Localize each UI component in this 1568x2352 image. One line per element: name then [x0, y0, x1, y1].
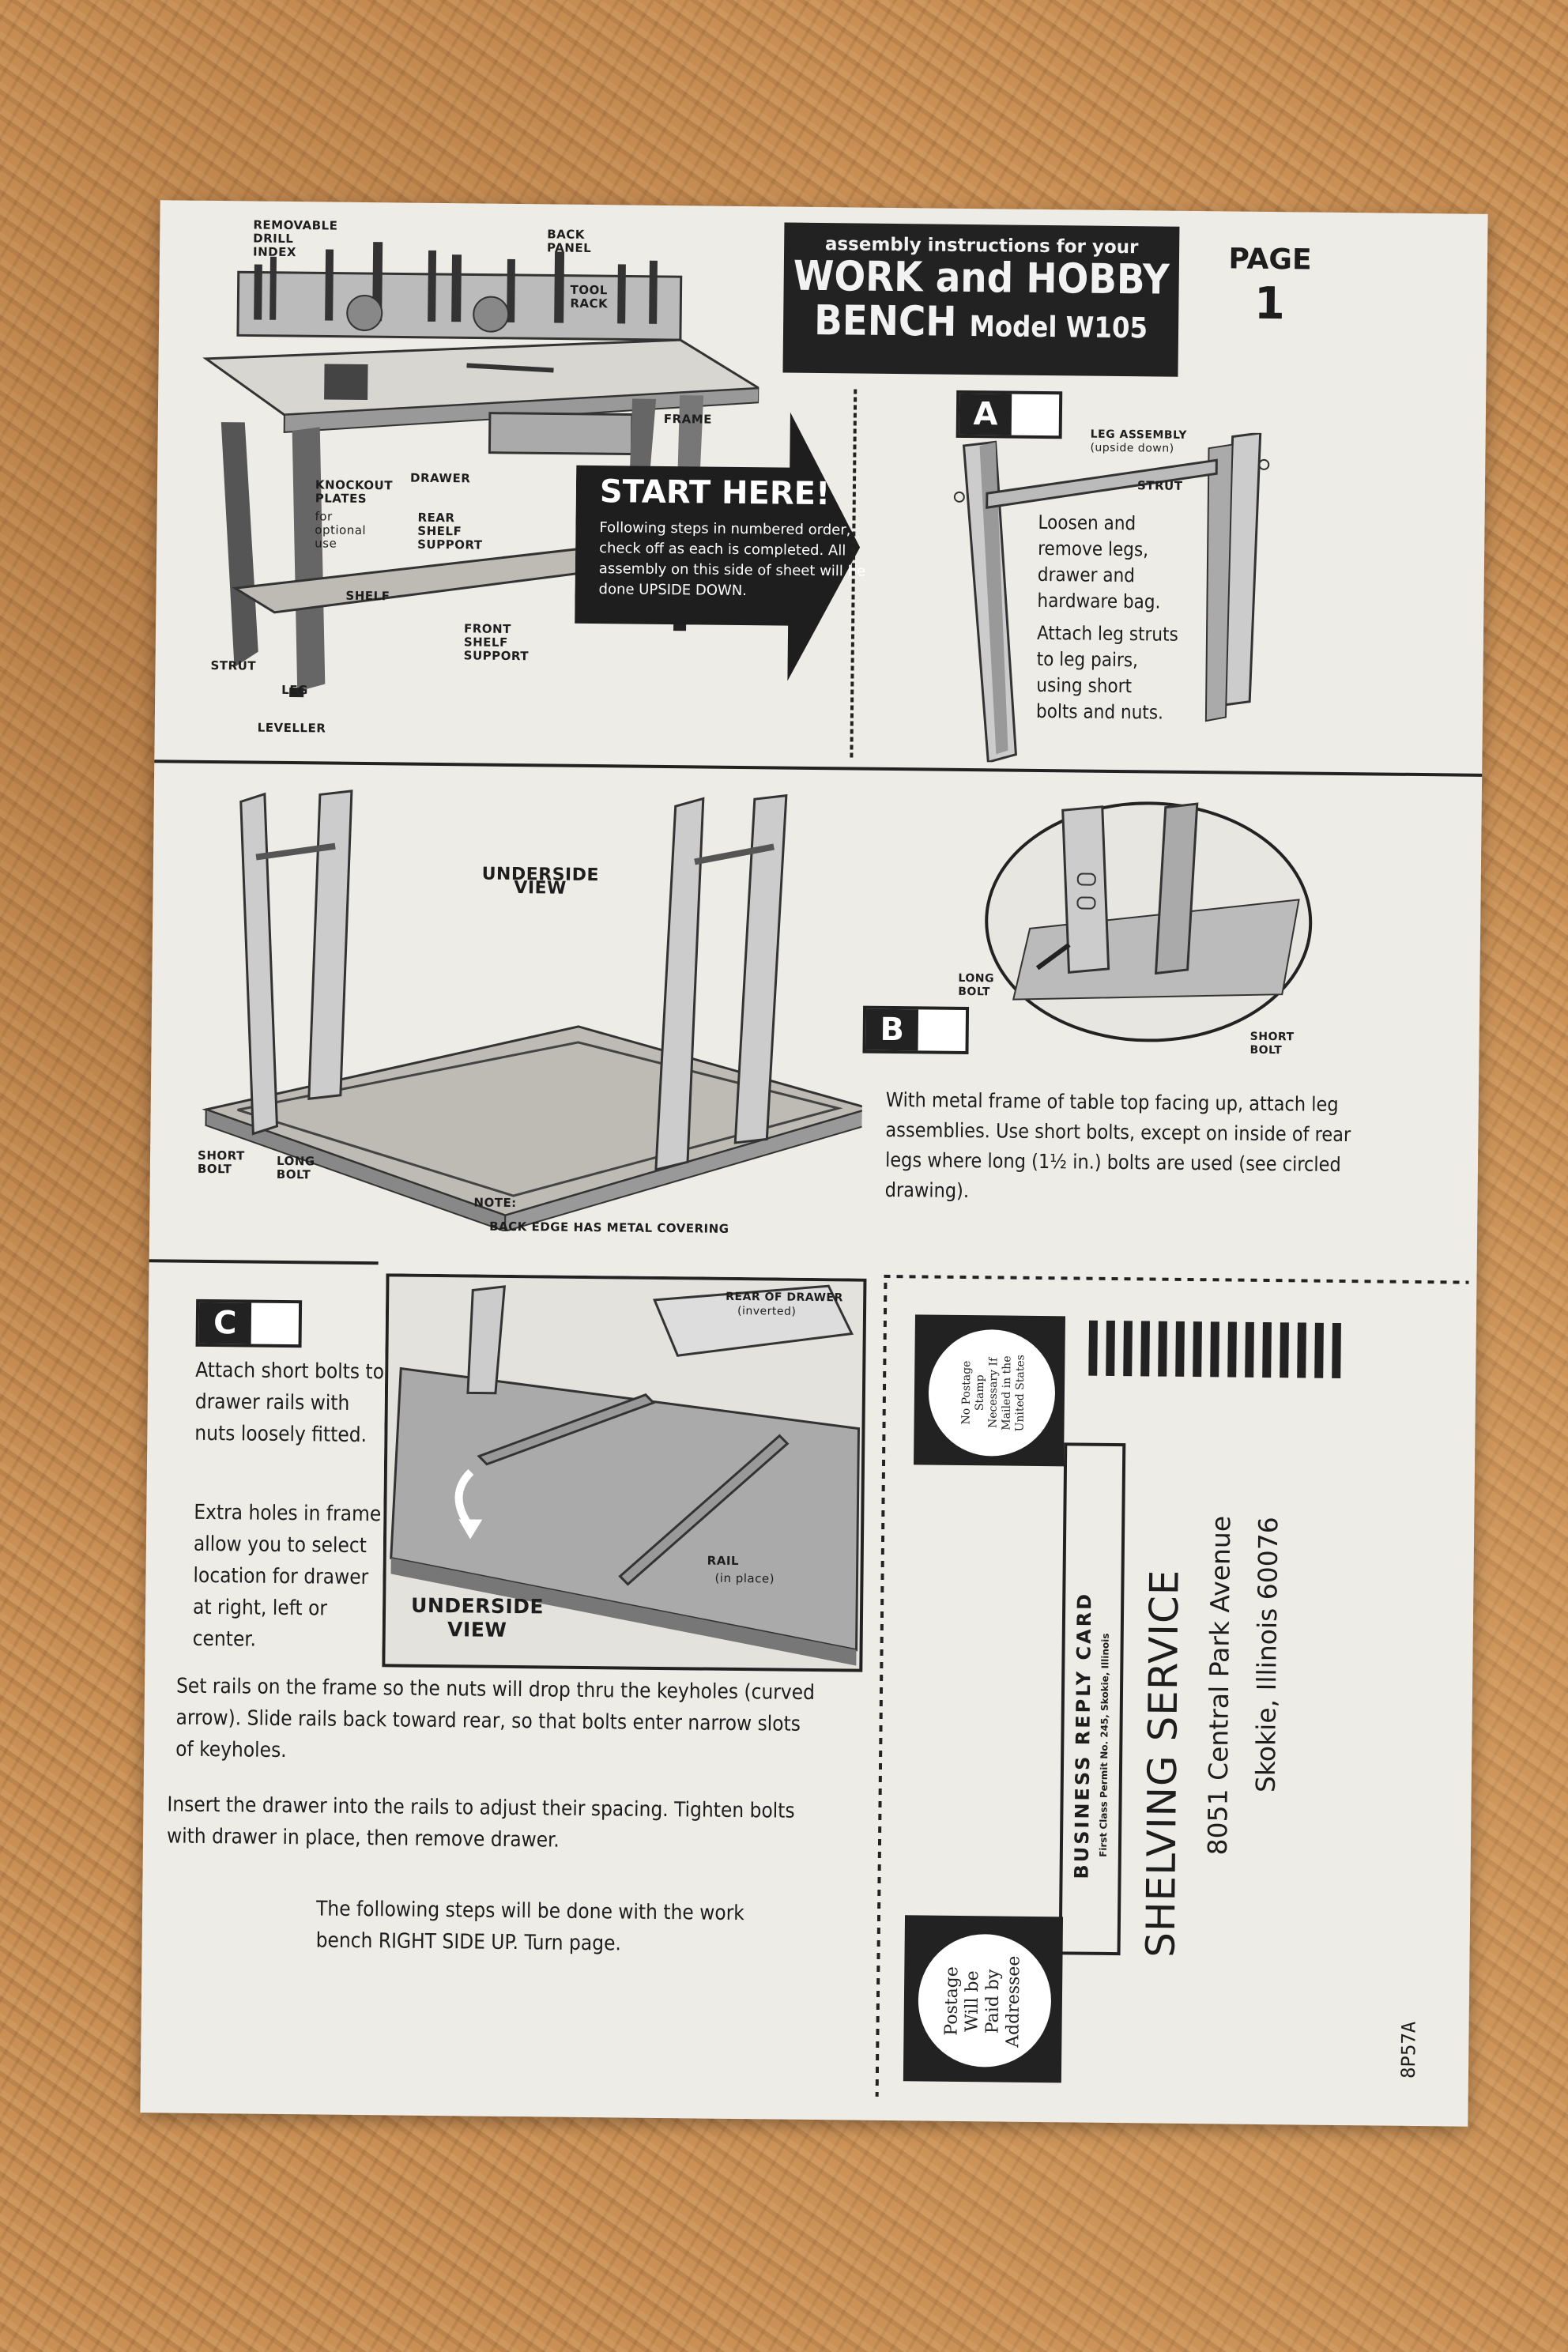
step-b-text: With metal frame of table top facing up,… [884, 1087, 1351, 1203]
label-rail: RAIL [707, 1553, 740, 1569]
start-arrow-icon [575, 412, 861, 681]
model-number: Model W105 [969, 311, 1148, 345]
label-detail-short-bolt: SHORT BOLT [1250, 1030, 1295, 1057]
label-step-a-strut: STRUT [1136, 478, 1183, 493]
step-c-text-1: Attach short bolts to drawer rails with … [194, 1358, 385, 1448]
label-front-shelf-support: FRONT SHELF SUPPORT [463, 621, 530, 664]
company-name: SHELVING SERVICE [1137, 1569, 1188, 1958]
circled-detail-illustration [985, 801, 1313, 1042]
label-leg: LEG [281, 682, 308, 698]
instruction-sheet: assembly instructions for your WORK and … [140, 200, 1488, 2127]
label-rail-sub: (in place) [714, 1570, 775, 1586]
step-a-text-1: Loosen and remove legs, drawer and hardw… [1037, 511, 1161, 613]
step-c-text-3: Set rails on the frame so the nuts will … [175, 1674, 816, 1763]
page-number: 1 [1253, 277, 1286, 330]
label-tool-rack: TOOL RACK [570, 282, 609, 311]
label-long-bolt: LONG BOLT [276, 1153, 315, 1182]
title-block: assembly instructions for your WORK and … [782, 222, 1180, 377]
label-leveller: LEVELLER [257, 720, 326, 736]
step-c-text-5: The following steps will be done with th… [315, 1897, 744, 1956]
title-line2: BENCH Model W105 [813, 296, 1148, 346]
step-c-letter: C [198, 1302, 252, 1344]
step-a-text-2: Attach leg struts to leg pairs, using sh… [1035, 621, 1178, 724]
title-line1: WORK and HOBBY [793, 252, 1170, 304]
address-line-1: 8051 Central Park Avenue [1201, 1515, 1237, 1856]
page-label: PAGE [1228, 243, 1312, 277]
no-postage-stamp: No Postage Stamp Necessary If Mailed in … [925, 1326, 1058, 1460]
form-code: 8P57A [1396, 2021, 1420, 2079]
label-drill-index: REMOVABLE DRILL INDEX [252, 217, 338, 260]
step-c-text-4: Insert the drawer into the rails to adju… [166, 1792, 795, 1853]
card-perforation-vertical [875, 1282, 888, 2097]
step-c-badge: C [195, 1298, 303, 1348]
no-postage-text: No Postage Stamp Necessary If Mailed in … [959, 1355, 1027, 1432]
brc-permit: First Class Permit No. 245, Skokie, Illi… [1097, 1633, 1111, 1857]
label-underside-view-c: UNDERSIDE VIEW [410, 1593, 545, 1642]
label-leg-assembly-sub: (upside down) [1090, 441, 1174, 455]
address-line-2: Skokie, Illinois 60076 [1250, 1517, 1284, 1793]
label-rear-of-drawer-sub: (inverted) [737, 1304, 797, 1318]
workbench-illustration [202, 242, 761, 698]
step-b-badge: B [862, 1005, 970, 1055]
label-rear-of-drawer: REAR OF DRAWER [726, 1290, 843, 1305]
label-strut: STRUT [210, 658, 257, 673]
card-perforation-horizontal [884, 1274, 1469, 1284]
start-here-text: Following steps in numbered order, check… [598, 519, 866, 600]
label-note-body: BACK EDGE HAS METAL COVERING [489, 1219, 729, 1236]
postage-paid-text: Postage Will be Paid by Addressee [941, 1955, 1024, 2048]
label-leg-assembly: LEG ASSEMBLY [1090, 428, 1188, 442]
label-knockout-sub: for optional use [315, 509, 367, 551]
label-underside-view-b: UNDERSIDE VIEW [481, 864, 600, 899]
barcode-bars [1088, 1320, 1341, 1378]
section-divider-2 [149, 1259, 379, 1265]
label-shelf: SHELF [345, 588, 390, 604]
step-b-letter: B [865, 1008, 919, 1051]
label-back-panel: BACK PANEL [547, 227, 592, 255]
label-drawer: DRAWER [409, 470, 471, 486]
drawer-rails-illustration [382, 1273, 867, 1672]
leg-assembly-illustration [953, 432, 1270, 764]
label-note: NOTE: [473, 1195, 517, 1211]
start-here-title: START HERE! [599, 473, 831, 513]
business-reply-card-box: BUSINESS REPLY CARD First Class Permit N… [1058, 1442, 1126, 1956]
step-c-text-2: Extra holes in frame allow you to select… [192, 1500, 382, 1652]
step-a-letter: A [959, 393, 1012, 435]
brc-title: BUSINESS REPLY CARD [1070, 1591, 1096, 1879]
underside-view-illustration [202, 790, 865, 1233]
label-knockout-plates: KNOCKOUT PLATES [315, 477, 394, 507]
label-rear-shelf-support: REAR SHELF SUPPORT [417, 510, 483, 552]
label-detail-long-bolt: LONG BOLT [958, 971, 995, 999]
label-short-bolt: SHORT BOLT [197, 1148, 245, 1177]
